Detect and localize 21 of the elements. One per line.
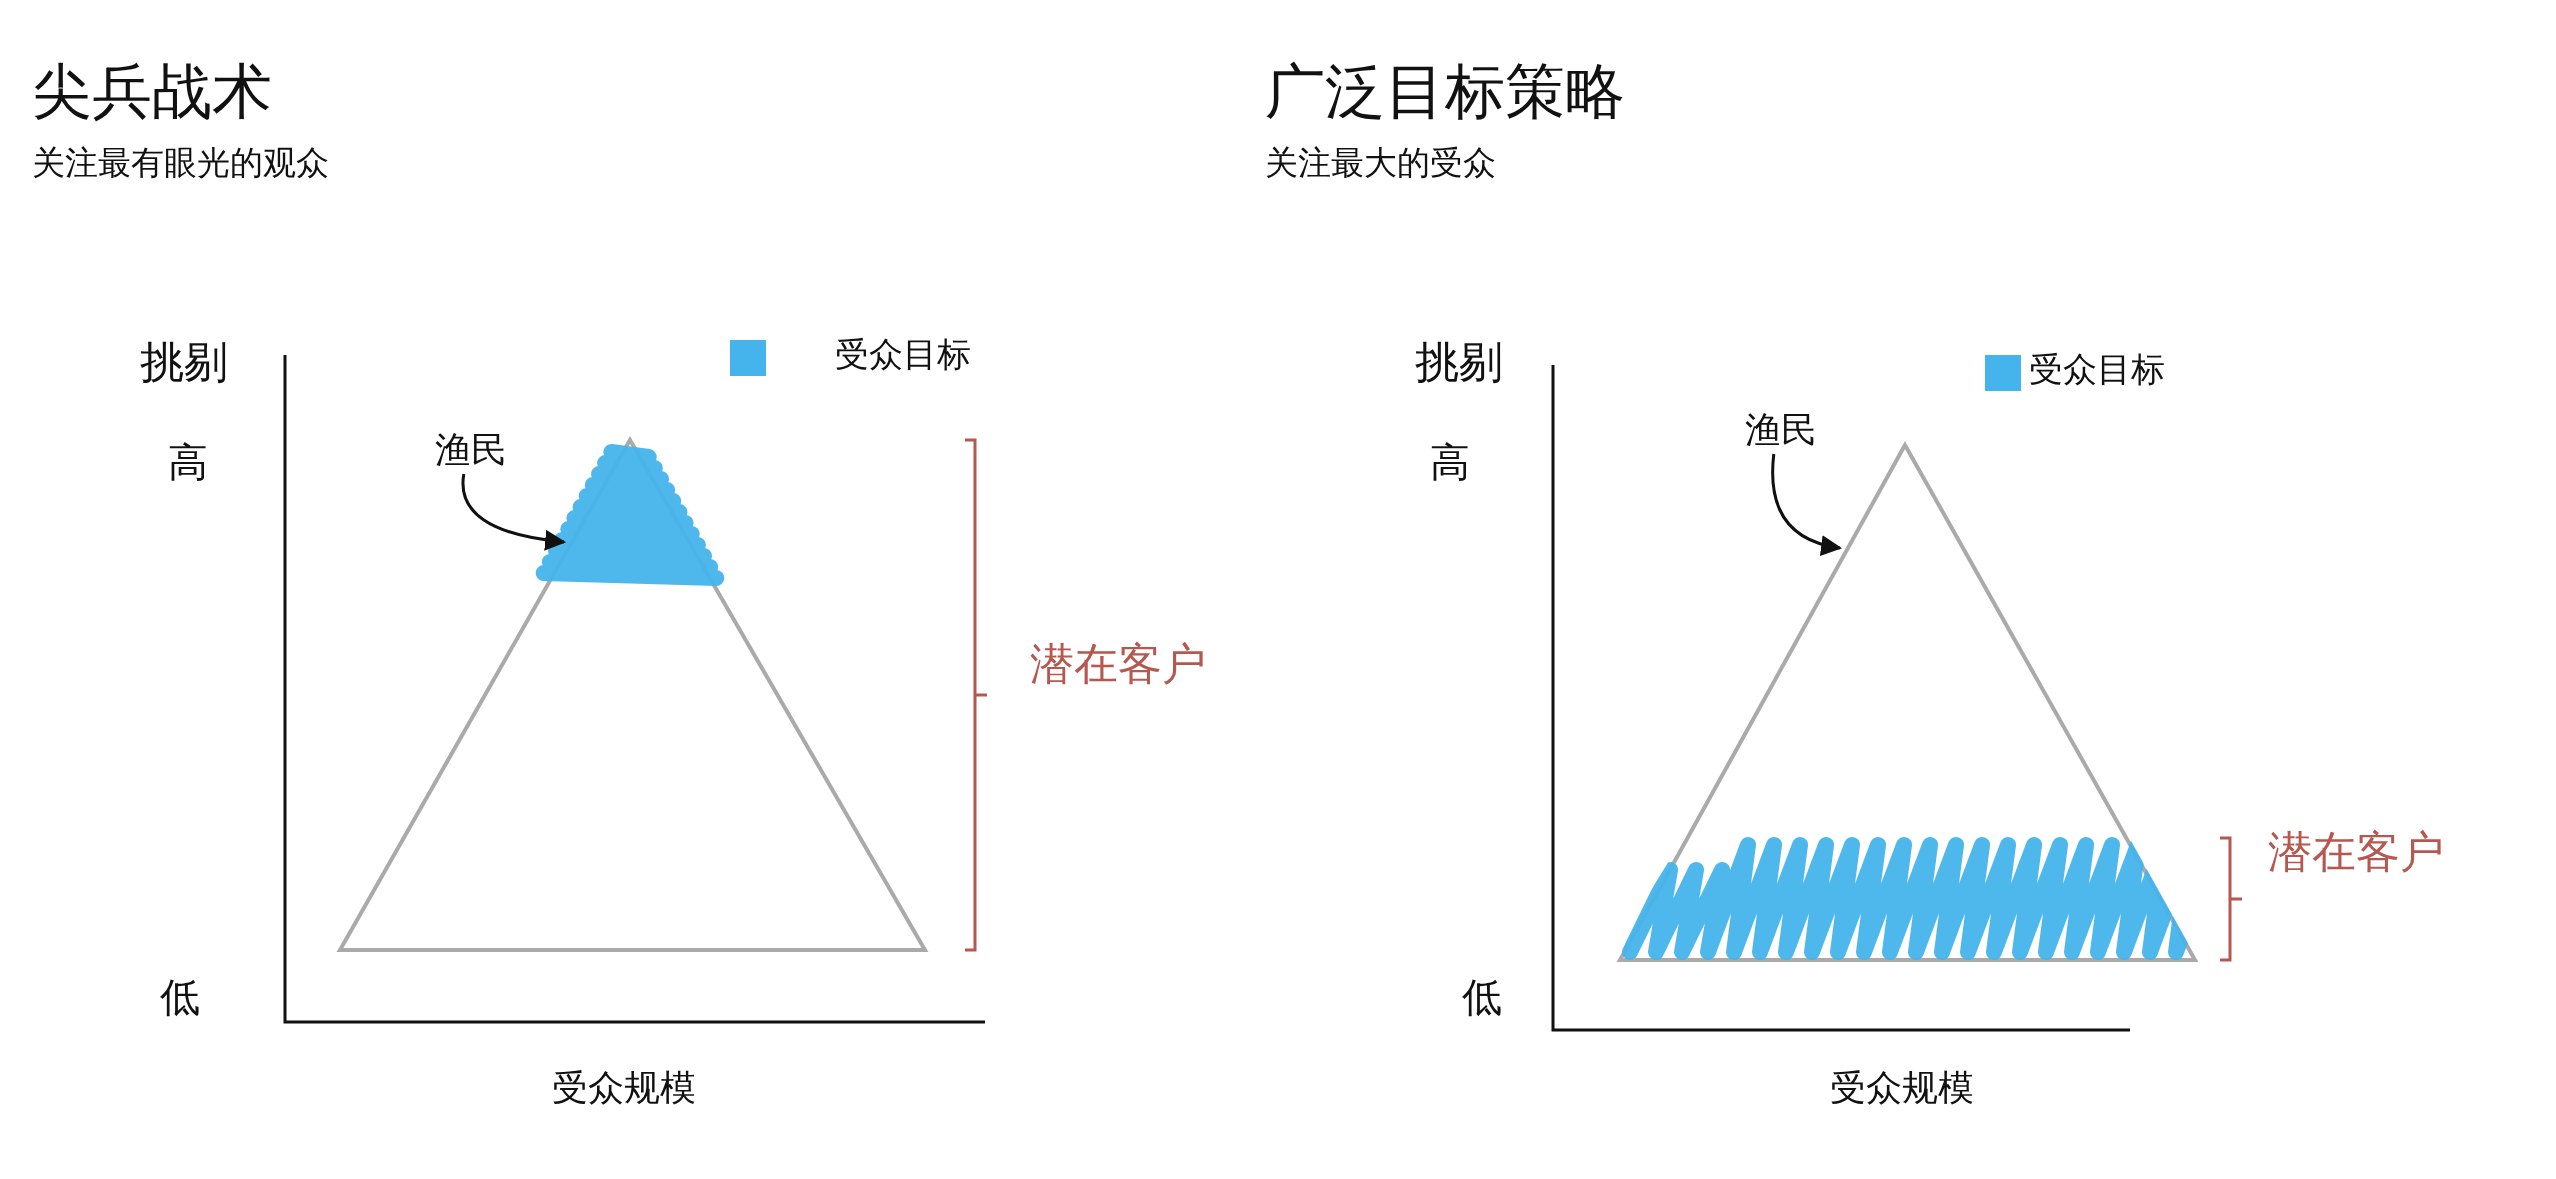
axis-title: 受众规模 — [552, 1068, 696, 1108]
axis-tick-label: 高 — [1430, 440, 1470, 484]
axis-label: 挑剔 — [140, 338, 228, 387]
panel-subtitle: 关注最有眼光的观众 — [32, 145, 329, 182]
legend-label: 受众目标 — [2029, 351, 2165, 389]
axis-tick-label: 低 — [1462, 975, 1502, 1019]
panel-title: 尖兵战术 — [32, 58, 272, 124]
annotation-label: 渔民 — [1745, 410, 1817, 450]
axis-tick-label: 低 — [160, 975, 200, 1019]
annotation-label: 渔民 — [435, 430, 507, 470]
bracket-label: 潜在客户 — [1030, 640, 1206, 689]
panel-title: 广泛目标策略 — [1265, 58, 1625, 124]
axis-tick-label: 高 — [168, 440, 208, 484]
leader-arrow — [461, 473, 567, 551]
pyramid-triangle — [336, 435, 929, 952]
bracket-label: 潜在客户 — [2268, 828, 2444, 877]
legend-label: 受众目标 — [835, 336, 971, 374]
axis-title: 受众规模 — [1830, 1068, 1974, 1108]
panel-subtitle: 关注最大的受众 — [1265, 145, 1496, 182]
leader-arrow — [1771, 453, 1843, 555]
axis-label: 挑剔 — [1415, 338, 1503, 387]
